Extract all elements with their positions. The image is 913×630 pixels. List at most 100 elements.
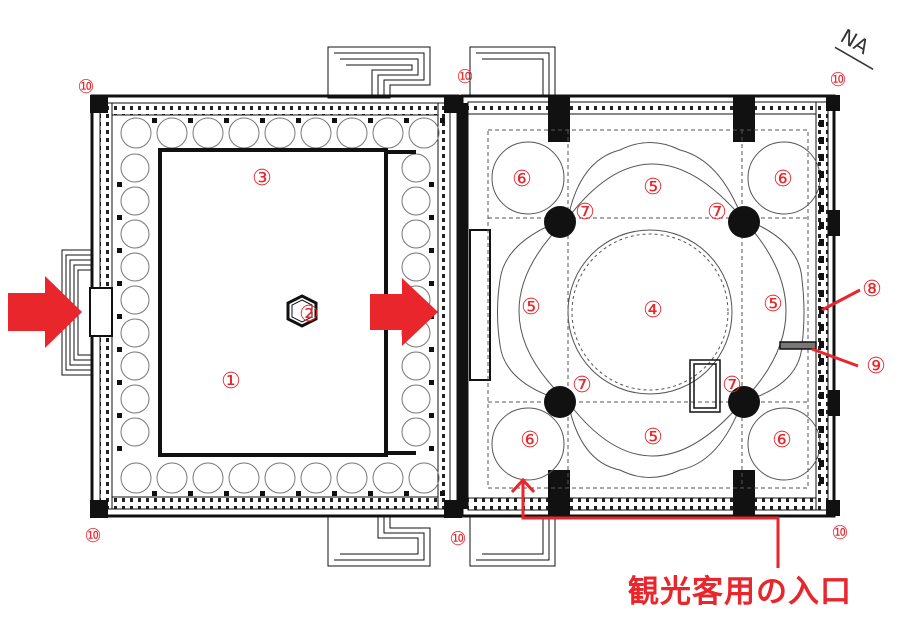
tourist-entrance-pointer	[510, 477, 780, 568]
label-courtyard: ①	[221, 369, 241, 394]
portico-dome	[120, 186, 150, 216]
portico-pier	[429, 182, 434, 187]
portico-pier	[117, 413, 122, 418]
portico-pier	[188, 118, 193, 123]
portico-dome	[372, 462, 404, 494]
portico-dome	[401, 384, 431, 414]
label-corner-dome-bl: ⑥	[520, 428, 540, 453]
fountain	[286, 294, 318, 328]
portico-pier	[429, 347, 434, 352]
portico-pier	[117, 248, 122, 253]
portico-dome	[336, 462, 368, 494]
portico-pier	[117, 314, 122, 319]
portico-pier	[117, 281, 122, 286]
portico-dome	[120, 117, 152, 149]
portico-dome	[372, 117, 404, 149]
portico-dome	[264, 462, 296, 494]
portico-dome	[228, 117, 260, 149]
wall-window	[819, 137, 824, 144]
portico-pier	[429, 281, 434, 286]
portico-pier	[296, 118, 301, 123]
wall-window	[819, 426, 824, 433]
portico-pier	[429, 215, 434, 220]
minaret-labels: ⑩ ⑩ ⑩ ⑩ ⑩ ⑩	[77, 66, 848, 550]
label-corner-dome-tr: ⑥	[773, 167, 793, 192]
label-minaret-6: ⑩	[831, 522, 848, 544]
entrance-arrows	[8, 276, 438, 348]
courtyard-walls	[90, 94, 462, 518]
wall-window	[819, 205, 824, 212]
portico-dome	[336, 117, 368, 149]
left-gate	[61, 249, 113, 376]
wall-window	[819, 443, 824, 450]
wall-window	[819, 460, 824, 467]
portico-dome	[264, 117, 296, 149]
portico-pier	[404, 118, 409, 123]
label-minaret-1: ⑩	[77, 76, 94, 98]
wall-window	[819, 307, 824, 314]
compass-text: NA	[837, 24, 874, 59]
label-corner-dome-br: ⑥	[772, 428, 792, 453]
portico-pier	[117, 446, 122, 451]
portico-pier	[188, 491, 193, 496]
label-pointers	[811, 288, 861, 368]
portico-dome	[120, 384, 150, 414]
portico-dome	[408, 462, 440, 494]
label-minaret-2: ⑩	[456, 66, 473, 88]
courtyard-inner	[158, 148, 416, 457]
wall-window	[819, 477, 824, 484]
label-pier-tl: ⑦	[575, 200, 595, 225]
wall-window	[819, 341, 824, 348]
label-minaret-4: ⑩	[84, 525, 101, 547]
wall-window	[819, 256, 824, 263]
wall-window	[819, 171, 824, 178]
portico-dome	[120, 462, 152, 494]
label-portico: ③	[252, 166, 272, 191]
label-semi-dome-bottom: ⑤	[643, 425, 663, 450]
portico-pier	[117, 347, 122, 352]
wall-window	[819, 324, 824, 331]
portico-dome	[156, 117, 188, 149]
portico-dome	[120, 417, 150, 447]
portico-pier	[368, 491, 373, 496]
label-mihrab: ⑧	[862, 277, 882, 302]
portico-dome	[120, 285, 150, 315]
label-semi-dome-top: ⑤	[643, 175, 663, 200]
portico-pier	[332, 118, 337, 123]
left-entrance-arrow	[8, 276, 82, 348]
numbered-labels: ① ② ③ ④ ⑤ ⑤ ⑤ ⑤ ⑥ ⑥ ⑥ ⑥ ⑦ ⑦ ⑦ ⑦ ⑧ ⑨	[221, 166, 886, 453]
hall-porches	[469, 46, 556, 567]
courtyard-porches	[327, 46, 431, 567]
prayer-hall-walls	[458, 94, 840, 518]
portico-pier	[429, 413, 434, 418]
portico-pier	[152, 118, 157, 123]
wall-window	[819, 290, 824, 297]
label-fountain: ②	[299, 302, 319, 327]
portico-dome	[401, 417, 431, 447]
portico-dome	[192, 117, 224, 149]
portico-pier	[440, 491, 445, 496]
wall-window	[819, 120, 824, 127]
portico-dome	[120, 153, 150, 183]
portico-dome	[156, 462, 188, 494]
portico-dome	[120, 318, 150, 348]
portico-pier	[404, 491, 409, 496]
portico-pier	[224, 118, 229, 123]
label-pier-bl: ⑦	[572, 373, 592, 398]
label-minbar: ⑨	[866, 354, 886, 379]
portico-dome	[300, 117, 332, 149]
label-minaret-5: ⑩	[449, 528, 466, 550]
portico-pier	[117, 215, 122, 220]
label-pier-br: ⑦	[722, 373, 742, 398]
portico-pier	[429, 380, 434, 385]
wall-window	[819, 375, 824, 382]
wall-window	[819, 222, 824, 229]
portico-pier	[152, 491, 157, 496]
wall-window	[819, 409, 824, 416]
right-wall-windows	[819, 120, 824, 484]
portico-dome	[401, 219, 431, 249]
portico-pier	[429, 446, 434, 451]
wall-window	[819, 154, 824, 161]
label-semi-dome-right: ⑤	[763, 292, 783, 317]
